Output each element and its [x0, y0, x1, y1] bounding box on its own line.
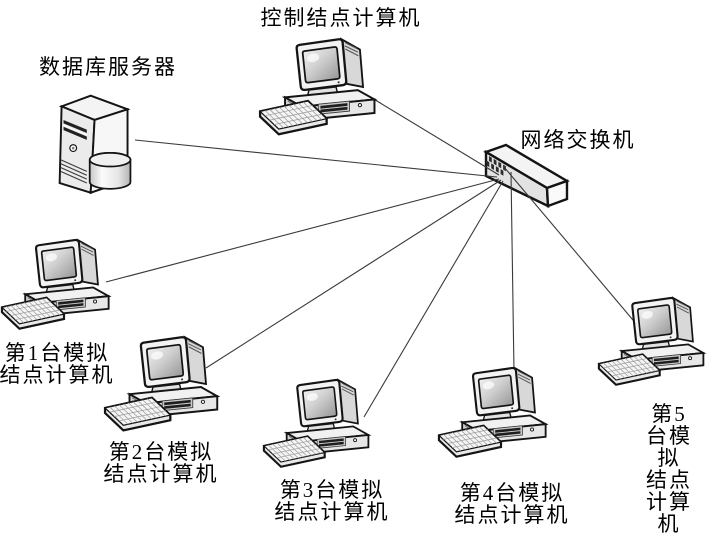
label-sim-node-3: 第3台模拟 结点计算机	[274, 478, 390, 524]
label-sim-node-5: 第5台模拟 结点计算机	[646, 402, 692, 535]
label-network-switch: 网络交换机	[520, 128, 636, 152]
label-database-server: 数据库服务器	[39, 55, 177, 79]
label-control-node-computer: 控制结点计算机	[260, 6, 422, 30]
link-switch-control	[371, 97, 500, 176]
link-switch-database	[134, 139, 498, 178]
sim4-computer-icon	[437, 366, 547, 458]
link-switch-sim2	[205, 179, 502, 369]
sim5-computer-icon	[597, 296, 705, 386]
link-switch-sim1	[105, 178, 500, 283]
database-server-icon	[58, 94, 132, 194]
switch-ports	[486, 156, 506, 176]
connection-lines	[105, 97, 639, 418]
label-sim-node-2: 第2台模拟 结点计算机	[103, 440, 219, 486]
control-computer-icon	[258, 37, 376, 136]
network-switch-icon	[483, 143, 570, 208]
link-switch-sim3	[363, 180, 504, 418]
label-sim-node-1: 第1台模拟 结点计算机	[0, 341, 115, 387]
link-switch-sim5	[503, 166, 639, 327]
link-switch-sim4	[510, 171, 515, 373]
sim3-computer-icon	[262, 378, 370, 468]
sim2-computer-icon	[103, 335, 219, 432]
label-sim-node-4: 第4台模拟 结点计算机	[454, 481, 570, 527]
sim1-computer-icon	[0, 238, 110, 330]
